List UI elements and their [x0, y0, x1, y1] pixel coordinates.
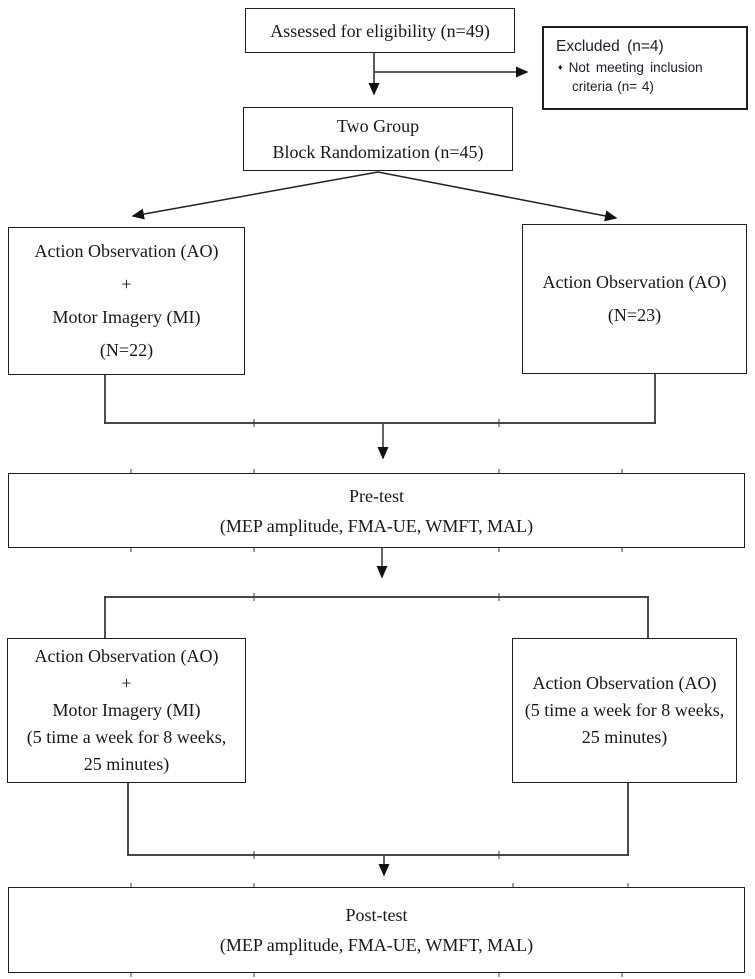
connector-groups-to-pretest [104, 374, 656, 460]
excluded-reason-line1: Not meeting inclusion [568, 60, 703, 75]
randomization-line2: Block Randomization (n=45) [272, 142, 484, 162]
connector-interventions-to-posttest [127, 783, 629, 877]
excluded-reason-row: ♦ Not meeting inclusion [556, 58, 703, 77]
intervention-ao-line1: Action Observation (AO) [532, 673, 717, 693]
posttest-box: Post-test (MEP amplitude, FMA-UE, WMFT, … [8, 887, 745, 973]
assessed-eligibility-text: Assessed for eligibility (n=49) [270, 20, 490, 41]
group-ao-mi-line2: Motor Imagery (MI) [52, 307, 201, 327]
intervention-ao-mi-line2: Motor Imagery (MI) [52, 700, 201, 720]
excluded-reason-line2: criteria (n= 4) [572, 79, 654, 94]
randomization-box: Two Group Block Randomization (n=45) [243, 107, 513, 171]
pretest-title: Pre-test [349, 485, 404, 506]
intervention-ao-schedule2: 25 minutes) [581, 727, 668, 747]
excluded-title: Excluded (n=4) [556, 38, 664, 55]
excluded-box: Excluded (n=4) ♦ Not meeting inclusion c… [542, 26, 748, 110]
diamond-bullet-icon: ♦ [558, 62, 563, 72]
group-ao-mi-count: (N=22) [99, 340, 154, 360]
group-ao-count: (N=23) [607, 305, 662, 325]
group-ao-mi-box: Action Observation (AO) + Motor Imagery … [8, 227, 245, 375]
group-ao-mi-plus: + [121, 274, 132, 294]
intervention-ao-mi-schedule1: (5 time a week for 8 weeks, [26, 727, 227, 747]
posttest-title: Post-test [345, 905, 408, 925]
intervention-ao-schedule1: (5 time a week for 8 weeks, [524, 700, 725, 720]
intervention-ao-mi-schedule2: 25 minutes) [83, 754, 170, 774]
connector-pretest-to-interventions [104, 548, 649, 638]
assessed-eligibility-box: Assessed for eligibility (n=49) [245, 8, 515, 53]
pretest-measures: (MEP amplitude, FMA-UE, WMFT, MAL) [219, 515, 534, 536]
intervention-ao-mi-box: Action Observation (AO) + Motor Imagery … [7, 638, 246, 783]
group-ao-line1: Action Observation (AO) [542, 272, 727, 292]
intervention-ao-box: Action Observation (AO) (5 time a week f… [512, 638, 737, 783]
posttest-measures: (MEP amplitude, FMA-UE, WMFT, MAL) [219, 935, 534, 955]
group-ao-mi-line1: Action Observation (AO) [34, 241, 219, 261]
connector-randomization-to-groups [131, 171, 618, 222]
pretest-box: Pre-test (MEP amplitude, FMA-UE, WMFT, M… [8, 473, 745, 548]
intervention-ao-mi-plus: + [121, 673, 132, 693]
intervention-ao-mi-line1: Action Observation (AO) [34, 646, 219, 666]
group-ao-box: Action Observation (AO) (N=23) [522, 224, 747, 374]
randomization-line1: Two Group [336, 116, 420, 136]
